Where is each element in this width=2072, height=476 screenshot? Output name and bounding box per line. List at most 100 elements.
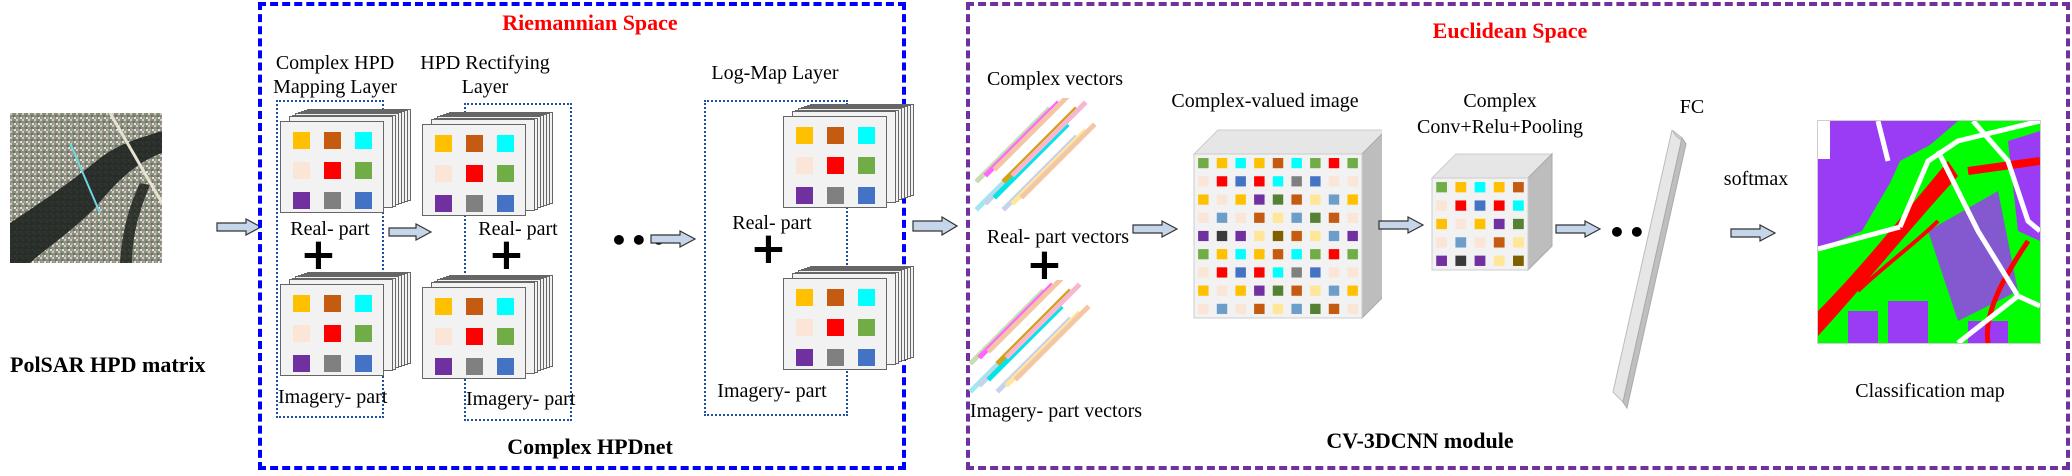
cube-cell [1272, 212, 1284, 223]
feature-cell [355, 132, 372, 149]
vector-bar [986, 304, 1064, 382]
layer-1-title-line2: Mapping Layer [273, 76, 397, 98]
cube-cell [1272, 176, 1284, 187]
vector-bar [992, 122, 1070, 200]
cube-cell [1436, 218, 1447, 230]
cube-cell [1455, 200, 1467, 211]
cube-cell [1198, 176, 1209, 187]
cnn-module-label: CV-3DCNN module [1326, 428, 1514, 453]
cube-cell [1254, 212, 1265, 223]
real-part-vectors-graphic [974, 98, 1097, 212]
cube-cell [1436, 182, 1447, 193]
cube-cell [1272, 267, 1284, 278]
feature-map-front [783, 116, 887, 208]
feature-map-front [783, 278, 887, 370]
layer-1-real-stack [210, 107, 411, 213]
feature-cell [466, 298, 483, 315]
layer-3-title: Log-Map Layer [711, 62, 839, 84]
cube-cell [1291, 176, 1302, 187]
cube-cell [1310, 176, 1321, 187]
feature-cell [466, 358, 483, 375]
cube-cell [1216, 212, 1228, 223]
complex-image-label: Complex-valued image [1171, 90, 1359, 112]
cube-cell [1328, 267, 1340, 278]
cube-cell [1513, 218, 1524, 230]
feature-cell [827, 349, 844, 366]
feature-cell [435, 328, 452, 345]
feature-cell [497, 298, 514, 315]
cube-cell [1235, 212, 1246, 223]
feature-cell [324, 325, 341, 342]
cube-cell [1347, 158, 1358, 169]
cube-cell [1493, 200, 1505, 211]
feature-map-front [422, 124, 526, 216]
cube-cell [1198, 249, 1209, 260]
layer-3-plus-icon: + [750, 223, 787, 274]
layer-3-real-stack [713, 102, 914, 208]
layer-2-box [464, 103, 572, 421]
feature-cell [466, 135, 483, 152]
feature-cell [355, 325, 372, 342]
cube-cell [1291, 249, 1302, 260]
feature-cell [324, 355, 341, 372]
feature-cell [293, 325, 310, 342]
cube-cell [1254, 285, 1265, 296]
feature-cell [858, 157, 875, 174]
cube-cell [1291, 194, 1302, 205]
polsar-caption: PolSAR HPD matrix [10, 352, 206, 377]
cube-cell [1310, 230, 1321, 242]
classification-map-graphic [1818, 121, 2040, 343]
cube-cell [1216, 158, 1228, 169]
layer-2-title-line1: HPD Rectifying [420, 52, 550, 74]
cube-cell [1272, 303, 1284, 314]
layer-1-title-line1: Complex HPD [275, 52, 395, 74]
euclidean-space-region [966, 2, 2070, 470]
layer-3-box [704, 100, 848, 416]
feature-cell [466, 195, 483, 212]
cube-cell [1310, 303, 1321, 314]
cube-cell [1347, 249, 1358, 260]
classification-map-label: Classification map [1855, 380, 2005, 402]
conv-label-line2: Conv+Relu+Pooling [1417, 116, 1583, 138]
cube-cell [1474, 182, 1486, 193]
cube-cell [1310, 158, 1321, 169]
feature-cell [355, 162, 372, 179]
cube-cell [1493, 237, 1505, 248]
layer-2-imag-stack [352, 273, 553, 379]
cube-cell [1474, 255, 1486, 266]
cube-cell [1310, 267, 1321, 278]
feature-cell [827, 157, 844, 174]
cube-cell [1272, 230, 1284, 242]
cube-cell [1513, 237, 1524, 248]
softmax-label: softmax [1723, 168, 1789, 190]
cube-cell [1254, 249, 1265, 260]
feature-cell [355, 192, 372, 209]
arrow-layer1-to-layer2 [388, 223, 432, 241]
vector-bar [1010, 100, 1088, 178]
feature-cell [796, 157, 813, 174]
arrow-fc-to-map [1730, 224, 1776, 242]
cube-cell [1198, 194, 1209, 205]
cube-cell [1254, 194, 1265, 205]
feature-map-front [280, 284, 384, 376]
feature-cell [497, 135, 514, 152]
hpdnet-label: Complex HPDnet [507, 434, 673, 459]
cube-cell [1328, 285, 1340, 296]
feature-cell [858, 349, 875, 366]
vector-bar [1019, 122, 1097, 200]
cube-cell [1328, 303, 1340, 314]
cube-cell [1310, 194, 1321, 205]
feature-cell [827, 319, 844, 336]
layer-3-imag-label: Imagery- part [717, 380, 827, 402]
arrow-conv-to-fc [1555, 220, 1601, 238]
cube-cell [1513, 255, 1524, 266]
feature-cell [497, 358, 514, 375]
feature-cell [466, 165, 483, 182]
layer-2-imag-label: Imagery- part [466, 388, 576, 410]
cube-cell [1310, 285, 1321, 296]
cube-cell [1328, 212, 1340, 223]
cube-cell [1254, 267, 1265, 278]
riemannian-space-region [258, 2, 906, 470]
real-vectors-label: Real- part vectors [986, 226, 1130, 248]
feature-cell [796, 349, 813, 366]
